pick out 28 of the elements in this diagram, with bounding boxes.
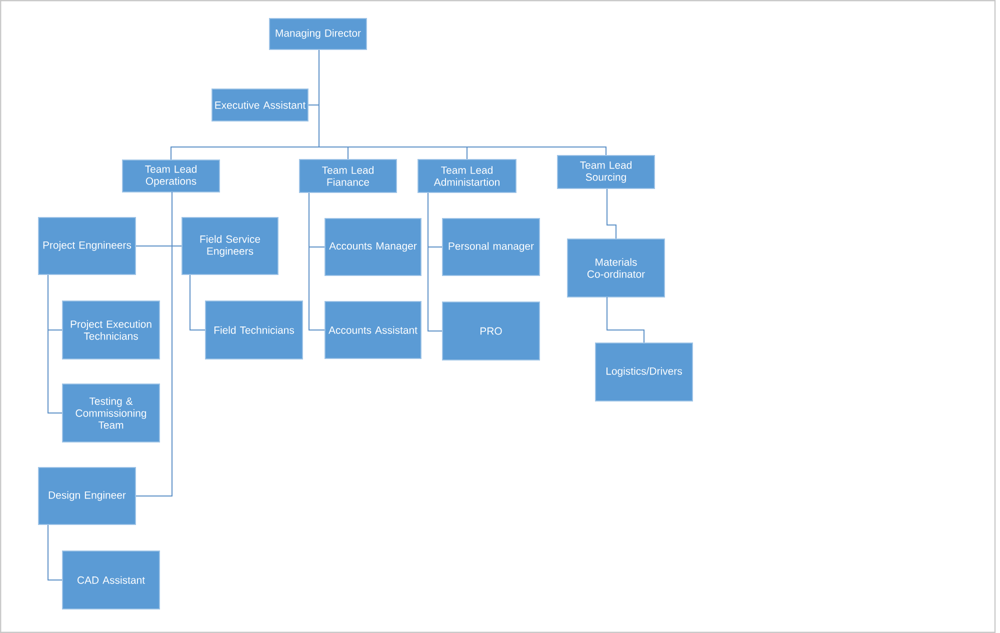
role-box: Team Lead Fianance (299, 159, 397, 193)
connector-line (606, 188, 616, 239)
connector-line (318, 50, 606, 156)
connector-line (136, 192, 172, 496)
role-box: Logistics/Drivers (595, 342, 693, 402)
role-box: PRO (442, 302, 540, 360)
connector-line (48, 524, 62, 580)
role-box: Executive Assistant (212, 88, 308, 122)
role-box: Materials Co-ordinator (567, 238, 665, 298)
connector-line (428, 192, 442, 332)
role-box: Managing Director (269, 18, 367, 50)
role-box: Testing & Commissioning Team (62, 384, 160, 442)
connector-line (606, 296, 644, 343)
role-box: Team Lead Operations (122, 160, 220, 192)
role-box: Design Engineer (38, 467, 136, 525)
connector-line (308, 192, 325, 330)
role-box: Field Technicians (205, 300, 303, 360)
role-box: Accounts Assistant (324, 301, 422, 359)
role-box: Field Service Engineers (182, 217, 278, 275)
role-box: Project Execution Technicians (62, 300, 160, 360)
role-box: Team Lead Sourcing (557, 155, 655, 189)
role-box: Team Lead Administartion (418, 159, 516, 193)
role-box: Accounts Manager (324, 218, 422, 276)
role-box: CAD Assistant (62, 550, 160, 610)
connector-line (48, 274, 62, 414)
role-box: Project Engnineers (38, 217, 136, 275)
connector-line (190, 274, 206, 330)
role-box: Personal manager (442, 218, 540, 276)
